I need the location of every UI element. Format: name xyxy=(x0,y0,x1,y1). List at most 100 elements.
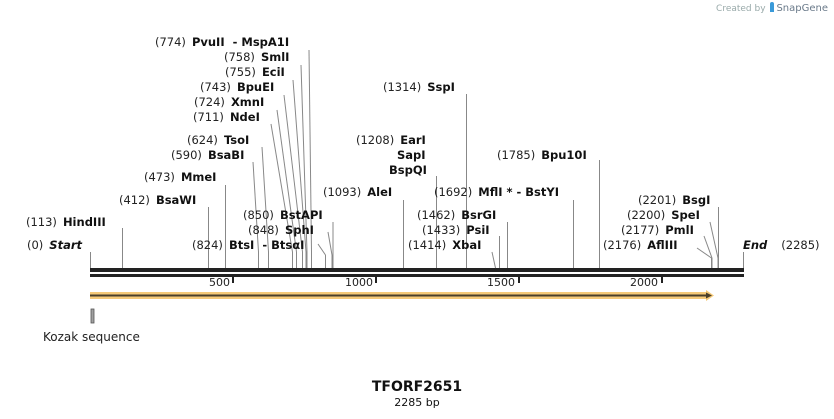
site-position: (824) xyxy=(192,238,223,252)
end-label: End (2285) xyxy=(743,238,826,252)
enzyme-name: XbaI xyxy=(452,238,482,252)
enzyme-name: MflI * - BstYI xyxy=(478,185,560,199)
site-position: (743) xyxy=(200,80,231,94)
site-position: (758) xyxy=(224,50,255,64)
site-spei[interactable]: (2200) SpeI xyxy=(627,208,700,222)
site-position: (1208) xyxy=(356,133,395,147)
sequence-title: TFORF2651 xyxy=(371,379,463,395)
enzyme-name: EciI xyxy=(261,65,285,79)
tick-label-2000: 2000 xyxy=(630,276,658,289)
site-position: (1414) xyxy=(408,238,447,252)
enzyme-name: BpuEI xyxy=(236,80,275,94)
site-position: (1433) xyxy=(422,223,461,237)
site-sapi[interactable]: SapI xyxy=(397,148,426,162)
site-position: (1314) xyxy=(383,80,422,94)
site-position: (590) xyxy=(171,148,202,162)
kozak-sequence-label[interactable]: Kozak sequence xyxy=(43,330,140,344)
enzyme-name: SapI xyxy=(397,148,426,162)
site-afliii[interactable]: (2176) AflIII xyxy=(603,238,678,252)
site-eari[interactable]: (1208) EarI xyxy=(356,133,426,147)
site-position: (711) xyxy=(193,110,224,124)
enzyme-name: SpeI xyxy=(671,208,700,222)
start-label: (0) Start xyxy=(27,238,82,252)
enzyme-name: PsiI xyxy=(466,223,490,237)
enzyme-name: BsaBI xyxy=(207,148,245,162)
site-position: (412) xyxy=(119,193,150,207)
site-position: (850) xyxy=(243,208,274,222)
enzyme-name: BsaWI xyxy=(155,193,197,207)
enzyme-name: NdeI xyxy=(229,110,260,124)
site-pmli[interactable]: (2177)PmlI xyxy=(621,223,694,237)
site-position: (1785) xyxy=(497,148,536,162)
tick-label-1000: 1000 xyxy=(345,276,373,289)
site-bspqi[interactable]: BspQI xyxy=(389,163,427,177)
backbone-bottom-strand xyxy=(90,274,744,277)
site-mfli-bstyi[interactable]: (1692) MflI * - BstYI xyxy=(434,185,559,199)
site-btsi-btsai[interactable]: (824) BtsI - BtsαI xyxy=(192,238,304,252)
site-position: (1462) xyxy=(417,208,456,222)
site-xmni[interactable]: (724) XmnI xyxy=(194,95,264,109)
site-mmei[interactable]: (473) MmeI xyxy=(144,170,216,184)
site-bsabi[interactable]: (590) BsaBI xyxy=(171,148,244,162)
site-hindiii[interactable]: (113)HindIII xyxy=(26,215,106,229)
enzyme-name: SphI xyxy=(284,223,314,237)
site-psii[interactable]: (1433) PsiI xyxy=(422,223,490,237)
site-sspi[interactable]: (1314) SspI xyxy=(383,80,455,94)
enzyme-name: End xyxy=(743,238,768,252)
site-xbai[interactable]: (1414) XbaI xyxy=(408,238,481,252)
tick-1000 xyxy=(375,277,377,283)
site-bsrgi[interactable]: (1462) BsrGI xyxy=(417,208,496,222)
site-ecii[interactable]: (755) EciI xyxy=(225,65,285,79)
site-bsgi[interactable]: (2201) BsgI xyxy=(638,193,710,207)
tick-label-1500: 1500 xyxy=(487,276,515,289)
enzyme-name: Bpu10I xyxy=(541,148,587,162)
enzyme-name: SspI xyxy=(427,80,455,94)
site-position: (774) xyxy=(155,35,186,49)
credit-prefix: Created by xyxy=(716,4,766,14)
site-position: (755) xyxy=(225,65,256,79)
site-position: (2200) xyxy=(627,208,666,222)
enzyme-name: EarI xyxy=(400,133,426,147)
site-position: (1692) xyxy=(434,185,473,199)
site-position: (2201) xyxy=(638,193,677,207)
site-tsoi[interactable]: (624)TsoI xyxy=(187,133,249,147)
enzyme-name: BsrGI xyxy=(461,208,497,222)
orf-arrow[interactable] xyxy=(90,290,714,301)
site-position: (848) xyxy=(248,223,279,237)
site-position: (1093) xyxy=(323,185,362,199)
enzyme-name: BstAPI xyxy=(279,208,323,222)
tick-label-500: 500 xyxy=(209,276,230,289)
enzyme-name: MmeI xyxy=(180,170,217,184)
site-ndei[interactable]: (711) NdeI xyxy=(193,110,260,124)
enzyme-name: Start xyxy=(49,238,83,252)
enzyme-name: PmlI xyxy=(665,223,694,237)
site-lines xyxy=(90,49,744,269)
enzyme-name: BspQI xyxy=(389,163,427,177)
site-position: (724) xyxy=(194,95,225,109)
site-position: (0) xyxy=(27,238,44,252)
site-bsawi[interactable]: (412) BsaWI xyxy=(119,193,196,207)
site-sphi[interactable]: (848) SphI xyxy=(248,223,314,237)
site-alei[interactable]: (1093) AleI xyxy=(323,185,392,199)
sequence-length: 2285 bp xyxy=(394,396,440,409)
kozak-sequence-marker[interactable] xyxy=(90,308,95,324)
site-position: (2285) xyxy=(781,238,820,252)
site-bpuei[interactable]: (743) BpuEI xyxy=(200,80,274,94)
site-smli[interactable]: (758)SmlI xyxy=(224,50,289,64)
enzyme-name: BsgI xyxy=(682,193,711,207)
site-bstapi[interactable]: (850) BstAPI xyxy=(243,208,323,222)
enzyme-name: XmnI xyxy=(230,95,265,109)
enzyme-name: BtsI - BtsαI xyxy=(228,238,305,252)
credit-brand: SnapGene xyxy=(776,3,828,14)
site-bpu10i[interactable]: (1785) Bpu10I xyxy=(497,148,587,162)
site-position: (473) xyxy=(144,170,175,184)
site-pvuii-mspa1i[interactable]: (774) PvuII - MspA1I xyxy=(155,35,289,49)
backbone-top-strand xyxy=(90,268,744,272)
enzyme-name: AflIII xyxy=(647,238,678,252)
site-position: (624) xyxy=(187,133,218,147)
enzyme-name: AleI xyxy=(367,185,393,199)
enzyme-name: PvuII - MspA1I xyxy=(191,35,290,49)
site-position: (2176) xyxy=(603,238,642,252)
